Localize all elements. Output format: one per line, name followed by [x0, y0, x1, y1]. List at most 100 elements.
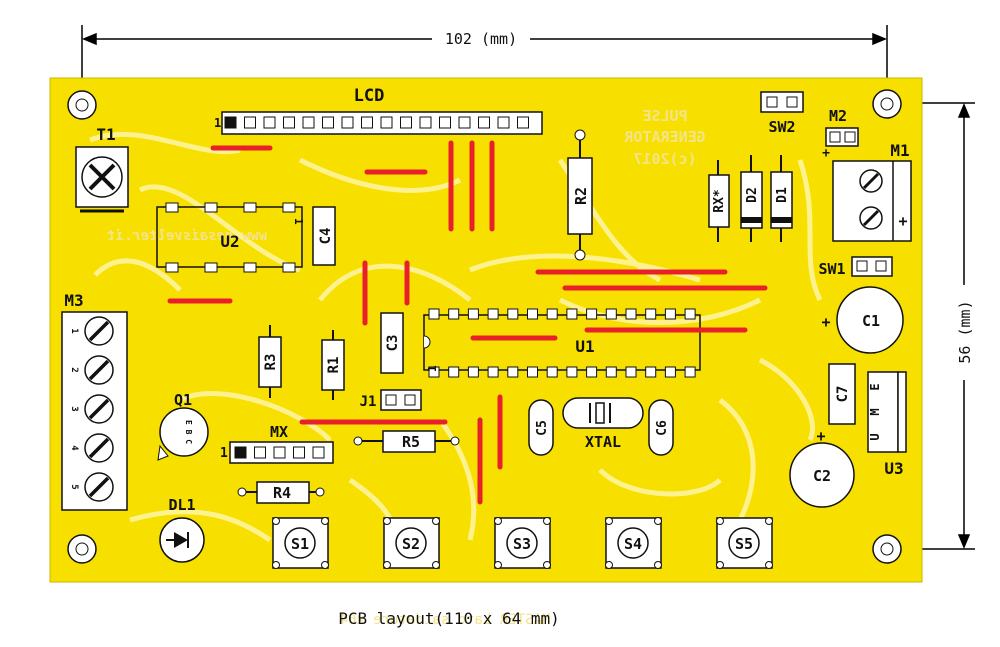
d2-diode: D2 — [740, 155, 763, 242]
u1-pin — [566, 366, 578, 378]
lcd-pin — [400, 116, 412, 129]
u1-pin — [664, 366, 676, 378]
u1-pin — [684, 366, 696, 378]
u2-pin1-label: 1 — [292, 218, 305, 225]
c1-label: C1 — [862, 312, 880, 330]
u1-pin — [586, 366, 598, 378]
pushbutton-s3: S3 — [494, 517, 551, 569]
mx-pin — [293, 446, 305, 459]
mounting-hole — [872, 534, 902, 564]
u1-pin — [448, 366, 460, 378]
mounting-hole — [872, 89, 902, 119]
u1-pin — [487, 366, 499, 378]
u2-pin — [204, 202, 218, 213]
lcd-pin — [478, 116, 490, 129]
c4-label: C4 — [318, 228, 334, 245]
t1-label: T1 — [96, 125, 115, 144]
svg-text:PULSE: PULSE — [642, 107, 687, 125]
u1-pin — [605, 308, 617, 320]
u1-pin — [467, 366, 479, 378]
u1-pin — [428, 308, 440, 320]
q1-label: Q1 — [174, 391, 192, 409]
j1-header — [380, 389, 422, 411]
mx-pin — [312, 446, 325, 459]
u2-pin — [282, 262, 296, 273]
lcd-label: LCD — [354, 86, 385, 106]
mirrored-title: PULSE GENERATOR (c)2017 — [623, 107, 705, 168]
lcd-pin — [341, 116, 354, 129]
u1-pin — [507, 308, 519, 320]
svg-text:GENERATOR: GENERATOR — [623, 128, 705, 146]
m3-screw-slot — [88, 398, 110, 420]
d1-label: D1 — [775, 187, 790, 203]
lcd-pin — [458, 116, 471, 129]
lcd-pin — [263, 116, 276, 129]
m3-pin-number: 3 — [69, 406, 79, 411]
mx-pin — [234, 446, 247, 459]
m1-terminal-block — [832, 160, 912, 242]
lcd-pin — [244, 116, 256, 129]
r1-label: R1 — [326, 357, 342, 374]
u3-pin-letter: U — [868, 433, 882, 440]
svg-text:(c)2017: (c)2017 — [633, 150, 696, 168]
pushbutton-s5: S5 — [716, 517, 773, 569]
lcd-pin — [283, 116, 295, 129]
lcd-pin — [419, 116, 432, 129]
c6-label: C6 — [655, 420, 670, 436]
mx-pin — [273, 446, 286, 459]
xtal-crystal — [562, 397, 644, 429]
u2-label: U2 — [220, 232, 239, 251]
u3-label: U3 — [884, 459, 903, 478]
sw1-label: SW1 — [818, 260, 845, 278]
u1-pin — [448, 308, 460, 320]
mounting-hole — [67, 534, 97, 564]
width-dimension — [81, 25, 888, 85]
c5-label: C5 — [535, 420, 550, 436]
lcd-pin — [361, 116, 373, 129]
rx-resistor: RX* — [708, 160, 730, 242]
dl1-led — [159, 517, 205, 563]
j1-label: J1 — [360, 394, 377, 410]
d1-diode: D1 — [770, 155, 793, 242]
m3-screw-slot — [88, 437, 110, 459]
m2-label: M2 — [829, 107, 847, 125]
u1-pin — [625, 366, 637, 378]
m3-pin-number: 2 — [69, 367, 79, 372]
mounting-hole — [67, 90, 97, 120]
u2-chip — [156, 202, 303, 273]
u2-pin — [165, 202, 179, 213]
lcd-pin1-label: 1 — [214, 116, 221, 130]
u1-pin — [684, 308, 696, 320]
u1-pin — [586, 308, 598, 320]
u1-pin — [527, 308, 538, 320]
svg-text:www.nesaisvelter.it: www.nesaisvelter.it — [107, 228, 267, 244]
under-caption-mirrored: MASTER Lato saldature x64 — [340, 612, 551, 628]
pushbutton-label: S1 — [291, 535, 309, 553]
u2-pin — [165, 262, 179, 273]
c2-capacitor — [789, 442, 855, 508]
m1-label: M1 — [890, 141, 909, 160]
q1-transistor — [157, 407, 209, 461]
r3-resistor: R3 — [258, 325, 282, 398]
u3-regulator: EMU — [867, 371, 907, 453]
c1-capacitor — [836, 286, 904, 354]
height-dimension-label: 56 (mm) — [956, 300, 974, 363]
u1-pin — [566, 308, 578, 320]
xtal-label: XTAL — [585, 433, 621, 451]
u3-pin-letter: E — [868, 383, 882, 390]
r5-resistor — [353, 430, 460, 453]
mx-label: MX — [270, 423, 288, 441]
t1-trimmer — [75, 146, 129, 213]
r2-label: R2 — [572, 187, 590, 205]
r5-label: R5 — [402, 433, 420, 451]
m3-label: M3 — [64, 291, 83, 310]
u1-pin — [664, 308, 676, 320]
r1-resistor: R1 — [321, 330, 345, 400]
lcd-pin — [497, 116, 510, 129]
u1-label: U1 — [575, 337, 594, 356]
m1-plus-label: + — [898, 212, 907, 230]
c2-label: C2 — [813, 467, 831, 485]
m3-screw-slot — [88, 320, 110, 342]
mx-header — [229, 441, 334, 464]
